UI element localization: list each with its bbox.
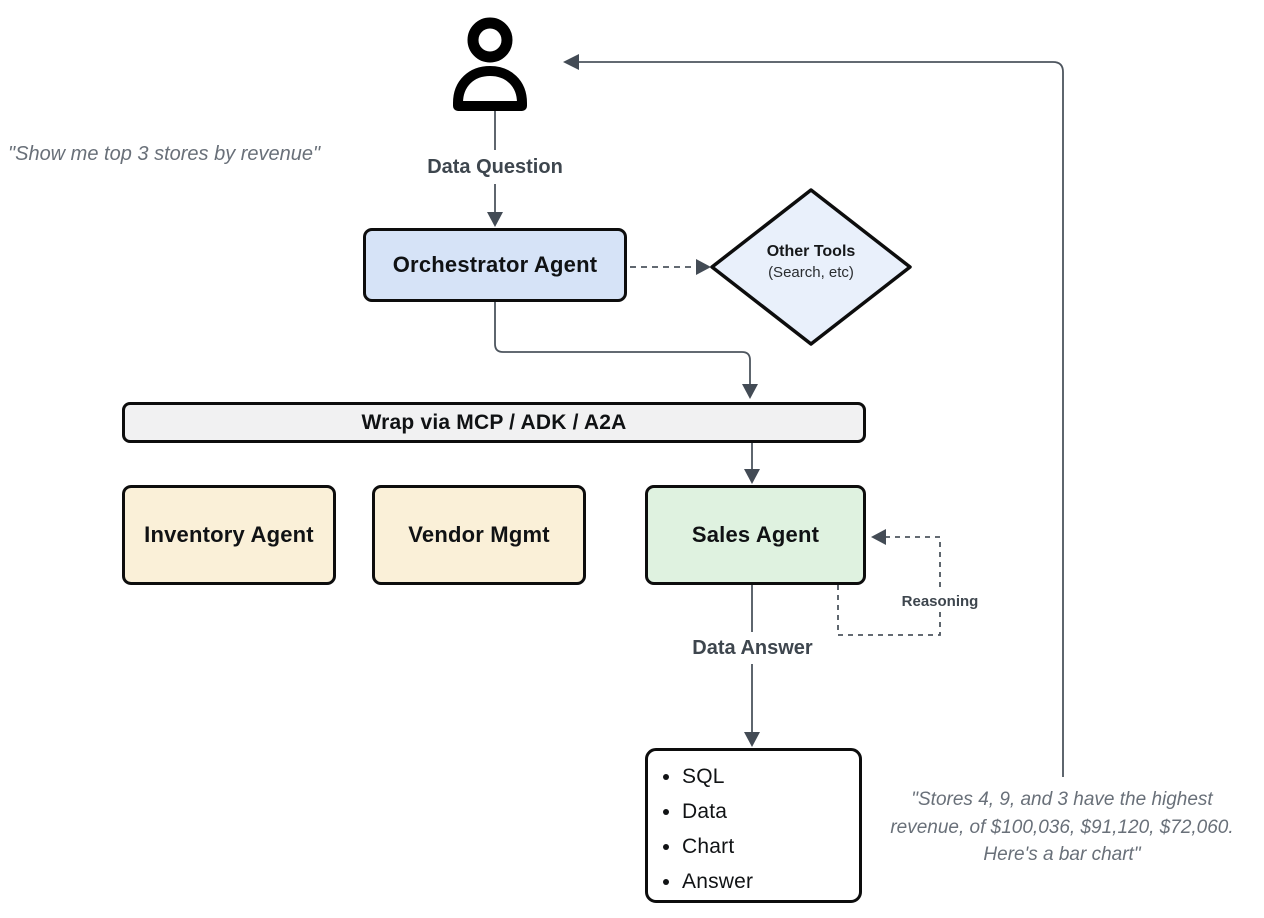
arrowhead-down-icon <box>487 212 503 227</box>
arrowhead-down-icon <box>744 469 760 484</box>
connector-answer-to-user <box>563 54 1064 777</box>
user-quote: "Show me top 3 stores by revenue" <box>8 143 321 165</box>
output-item-data: Data <box>682 800 753 824</box>
wrap-via-mcp-label: Wrap via MCP / ADK / A2A <box>361 410 627 434</box>
arrowhead-right-icon <box>696 259 711 275</box>
sales-agent-label: Sales Agent <box>691 522 820 547</box>
inventory-agent-label: Inventory Agent <box>144 522 314 547</box>
connector-user-to-orchestrator <box>487 111 503 227</box>
connector-orchestrator-to-wrap <box>494 302 758 399</box>
connector-wrap-to-sales <box>744 443 760 484</box>
arrowhead-left-icon <box>563 54 579 70</box>
arrowhead-down-icon <box>744 732 760 747</box>
arrowhead-left-icon <box>871 529 886 545</box>
reasoning-label: Reasoning <box>887 591 993 612</box>
connector-sales-to-output <box>744 585 760 747</box>
vendor-mgmt-label: Vendor Mgmt <box>408 522 550 547</box>
orchestrator-agent-node: Orchestrator Agent <box>363 228 627 302</box>
output-item-chart: Chart <box>682 835 753 859</box>
arrowhead-down-icon <box>742 384 758 399</box>
output-item-sql: SQL <box>682 765 753 789</box>
connector-reasoning-loop <box>837 529 941 636</box>
person-icon <box>453 17 527 111</box>
output-item-answer: Answer <box>682 870 753 894</box>
inventory-agent-node: Inventory Agent <box>122 485 336 585</box>
vendor-mgmt-node: Vendor Mgmt <box>372 485 586 585</box>
output-list-node: SQL Data Chart Answer <box>645 748 862 903</box>
data-question-label: Data Question <box>427 156 563 178</box>
orchestrator-agent-label: Orchestrator Agent <box>392 252 598 277</box>
connector-orchestrator-to-tools <box>630 259 711 275</box>
data-answer-label: Data Answer <box>692 637 813 659</box>
wrap-via-mcp-bar: Wrap via MCP / ADK / A2A <box>122 402 866 443</box>
output-list: SQL Data Chart Answer <box>648 765 753 905</box>
other-tools-title: Other Tools <box>766 243 856 260</box>
other-tools-diamond <box>710 188 912 346</box>
other-tools-node: Other Tools (Search, etc) <box>736 241 886 283</box>
sales-agent-node: Sales Agent <box>645 485 866 585</box>
answer-quote: "Stores 4, 9, and 3 have the highest rev… <box>890 789 1234 866</box>
other-tools-subtitle: (Search, etc) <box>768 263 854 281</box>
